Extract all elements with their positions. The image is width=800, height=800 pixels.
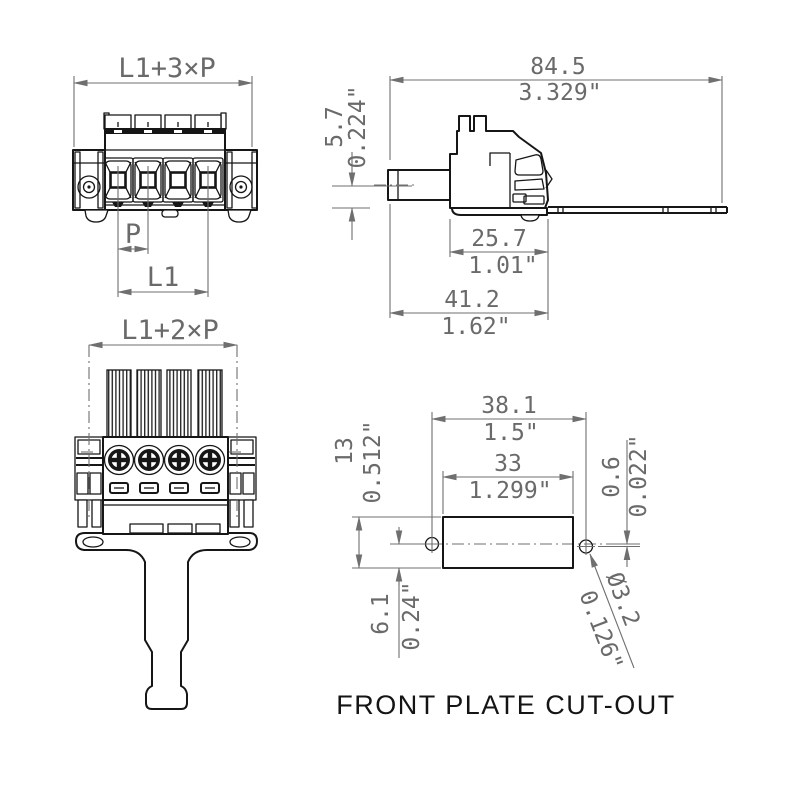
coding-tabs — [103, 112, 227, 130]
strain-relief-handle — [75, 532, 258, 710]
dim-overall-width-label: L1+3×P — [118, 53, 216, 84]
dim-l1-label: L1 — [147, 262, 180, 293]
dim-height-mm-label: 13 — [332, 437, 358, 465]
latch-window — [514, 154, 544, 176]
rear-lower-body — [102, 499, 229, 535]
dim-width-mm-label: 33 — [494, 451, 522, 477]
screw-icon — [133, 444, 165, 476]
dim-offset-in-label: 0.022" — [626, 434, 652, 517]
flange-screw-icon — [229, 175, 253, 199]
dim-rear-overall-label: L1+2×P — [121, 315, 219, 346]
mounting-plate — [548, 206, 728, 214]
dim-depth-mm-label: 41.2 — [444, 287, 499, 313]
latch-tip — [545, 169, 553, 189]
dim-height-in-label: 0.512" — [360, 420, 386, 503]
dim-pin-height-in-label: 0.224" — [345, 85, 371, 168]
base-foot — [229, 536, 251, 548]
dim-holes-in-label: 1.5" — [483, 420, 538, 446]
rear-view-dimensions: L1+2×P — [81, 315, 245, 520]
left-flange — [72, 149, 106, 211]
wires — [106, 369, 223, 438]
connector-body — [449, 115, 553, 222]
pin-contact — [374, 169, 451, 201]
side-view: 84.5 3.329" 5.7 0.224" 25.7 1.01" 41.2 1… — [322, 54, 728, 340]
foot-bump — [520, 214, 540, 222]
dim-pitch-label: P — [125, 219, 141, 250]
dim-overall-in-label: 3.329" — [518, 80, 601, 106]
dim-body-in-label: 1.01" — [468, 253, 537, 279]
right-flange — [224, 149, 258, 211]
rear-left-flange — [74, 436, 104, 528]
mounting-hole-right — [577, 537, 595, 555]
screw-icon — [163, 444, 195, 476]
dim-center-in-label: 0.24" — [399, 581, 425, 650]
diameter-leader-line — [589, 553, 635, 669]
cutout-caption: FRONT PLATE CUT-OUT — [336, 690, 676, 720]
wire — [166, 369, 192, 438]
terminal-screws — [103, 444, 226, 476]
wire — [197, 369, 223, 438]
socket-pole-4 — [192, 157, 224, 207]
rear-right-flange — [227, 436, 257, 528]
clamp-slots — [109, 482, 220, 494]
base-foot — [82, 536, 104, 548]
dim-body-mm-label: 25.7 — [471, 226, 526, 252]
screw-icon — [194, 444, 226, 476]
dim-depth-in-label: 1.62" — [441, 314, 510, 340]
dim-holes-mm-label: 38.1 — [481, 393, 536, 419]
front-view-dimensions: L1+3×P P L1 — [73, 53, 253, 297]
cutout-rectangle — [442, 516, 574, 569]
mounting-hole-left — [423, 535, 441, 553]
dim-overall-mm-label: 84.5 — [530, 54, 585, 80]
side-view-dimensions: 84.5 3.329" 5.7 0.224" 25.7 1.01" 41.2 1… — [322, 54, 723, 340]
rear-view: L1+2×P — [74, 315, 258, 710]
mounting-feet — [73, 209, 257, 223]
front-view: L1+3×P P L1 — [72, 53, 258, 297]
wire — [106, 369, 132, 438]
flange-screw-icon — [77, 175, 101, 199]
wire — [136, 369, 162, 438]
dim-pin-height-mm-label: 5.7 — [322, 106, 348, 148]
screw-icon — [103, 444, 135, 476]
cutout-view: 38.1 1.5" 33 1.299" 13 0.512" 6.1 0.24" — [332, 393, 676, 720]
cutout-dimensions: 38.1 1.5" 33 1.299" 13 0.512" 6.1 0.24" — [332, 393, 652, 674]
dim-center-mm-label: 6.1 — [368, 593, 394, 635]
dim-offset-mm-label: 0.6 — [599, 456, 625, 498]
dim-width-in-label: 1.299" — [468, 478, 551, 504]
